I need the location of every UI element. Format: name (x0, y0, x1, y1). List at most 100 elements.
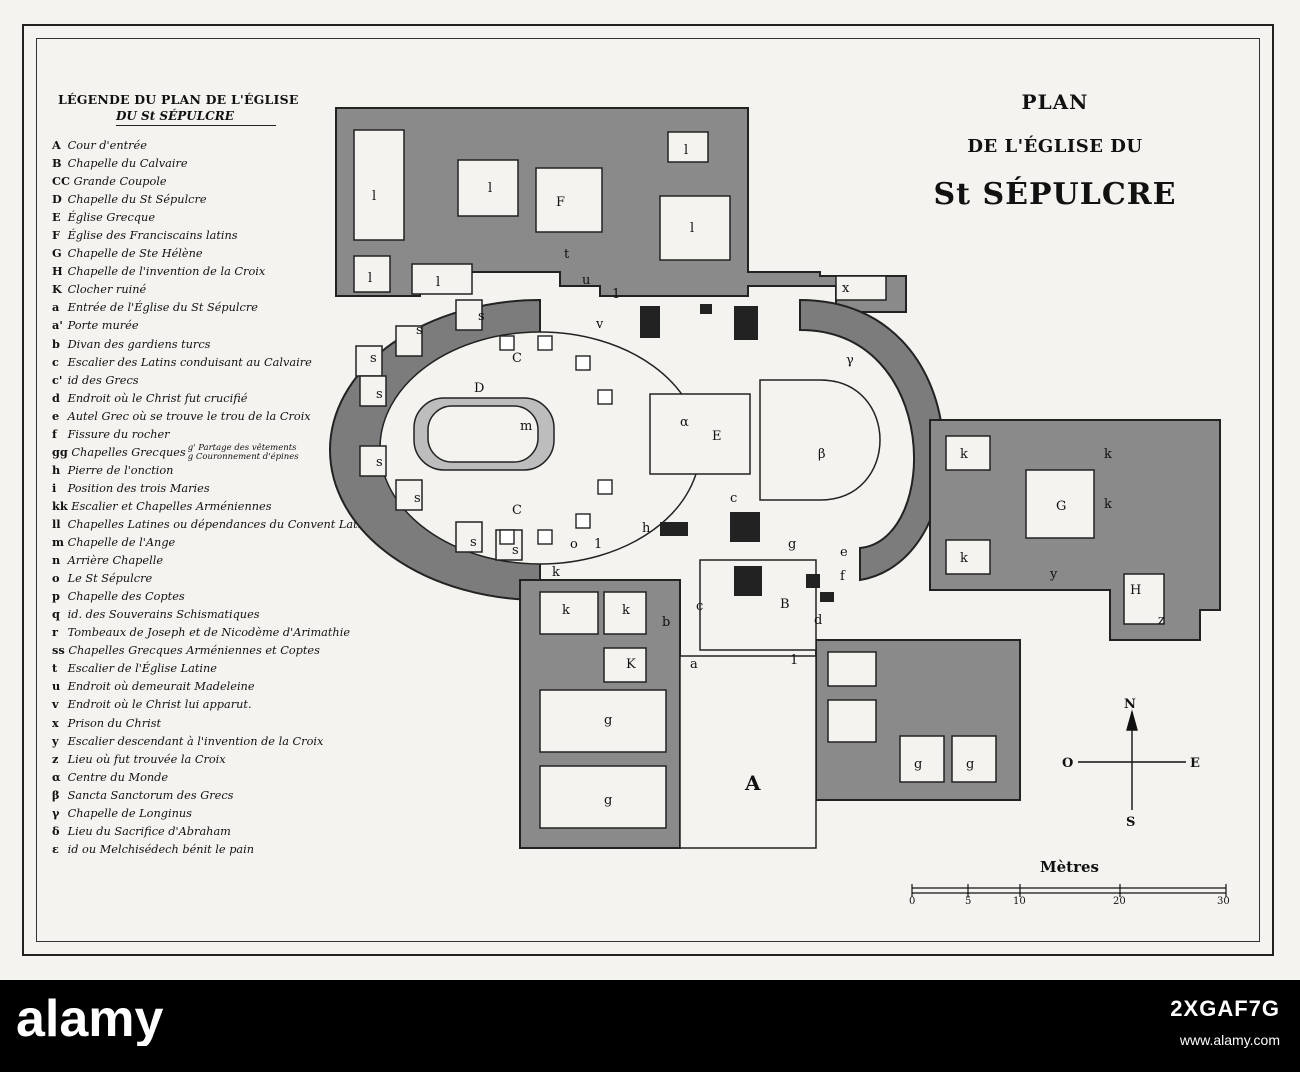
label-k: k (960, 551, 968, 566)
legend-key: o (52, 571, 60, 586)
label-v-apparition: v (595, 317, 604, 332)
legend-text: Fissure du rocher (67, 427, 170, 441)
label-o-sepulchre: o (570, 537, 578, 552)
label-x-prison: x (842, 281, 850, 296)
label-s: s (376, 387, 383, 402)
label-g: g (966, 757, 974, 772)
legend-key: kk (52, 498, 68, 513)
label-a-entrance: a (690, 657, 698, 672)
legend-text: Lieu où fut trouvée la Croix (67, 752, 226, 766)
room-l-1 (353, 129, 405, 241)
legend-text: Endroit où demeurait Madeleine (67, 680, 255, 694)
label-s: s (376, 455, 383, 470)
chapel-s-5 (359, 445, 387, 477)
label-s: s (512, 543, 519, 558)
scale-tick: 30 (1217, 896, 1230, 907)
legend-key: d (52, 390, 60, 405)
pier (700, 304, 712, 314)
room-l-2 (457, 159, 519, 217)
legend-item: G Chapelle de Ste Hélène (52, 244, 372, 262)
pier (730, 512, 760, 542)
rotunda-pillar (597, 479, 613, 495)
entrance-court (679, 655, 817, 849)
legend-item: f Fissure du rocher (52, 425, 372, 443)
chapel-s-3 (355, 345, 383, 377)
legend-text: id des Grecs (67, 373, 139, 387)
label-e-greek-church: E (712, 429, 722, 444)
legend-item: h Pierre de l'onction (52, 461, 372, 479)
legend-item: y Escalier descendant à l'invention de l… (52, 732, 372, 750)
compass-rose (1078, 709, 1186, 810)
label-one: 1 (612, 287, 620, 302)
label-z-cross: z (1158, 613, 1165, 628)
legend-text: Le St Sépulcre (67, 572, 153, 586)
legend-item: i Position des trois Maries (52, 479, 372, 497)
outer-border (22, 24, 1274, 956)
compass-west: O (1062, 756, 1073, 771)
pier (734, 306, 758, 340)
legend-key: v (52, 697, 59, 712)
room-l-6 (411, 263, 473, 295)
room-g-2 (539, 765, 667, 829)
scale-bar (911, 884, 1227, 897)
legend-text: Position des trois Maries (67, 481, 210, 495)
legend-item: ss Chapelles Grecques Arméniennes et Cop… (52, 641, 372, 659)
label-s: s (478, 309, 485, 324)
room-f (535, 167, 603, 233)
label-d-crucifixion: d (814, 613, 822, 628)
legend-text: id. des Souverains Schismatiques (67, 608, 260, 622)
room-g-1 (539, 689, 667, 753)
legend-item: δ Lieu du Sacrifice d'Abraham (52, 822, 372, 840)
legend-key: CC (52, 174, 70, 189)
scale-tick: 20 (1113, 896, 1126, 907)
legend-subnote-2: g Couronnement d'épines (187, 451, 299, 462)
legend-text: id ou Melchisédech bénit le pain (67, 842, 255, 856)
chapel-s-6 (395, 479, 423, 511)
compass-east: E (1190, 756, 1200, 771)
legend-key: A (52, 138, 61, 152)
legend-item: e Autel Grec où se trouve le trou de la … (52, 407, 372, 425)
legend-key: q (52, 607, 60, 622)
label-l: l (684, 143, 688, 158)
legend-key: p (52, 589, 60, 604)
greek-choir (759, 379, 881, 501)
label-g: g (604, 713, 612, 728)
legend-item: r Tombeaux de Joseph et de Nicodème d'Ar… (52, 623, 372, 641)
legend-item: ε id ou Melchisédech bénit le pain (52, 840, 372, 858)
legend-key: δ (52, 823, 60, 838)
image-id: 2XGAF7G (1170, 996, 1280, 1021)
label-one: 1 (594, 537, 602, 552)
label-b-calvary: B (780, 597, 790, 612)
room-k-3 (603, 647, 647, 683)
label-l: l (368, 271, 372, 286)
legend-text: Lieu du Sacrifice d'Abraham (67, 824, 231, 838)
label-u-madeleine: u (582, 273, 590, 288)
legend-key: G (52, 246, 62, 261)
label-c-stair-greek: c (730, 491, 737, 506)
legend-item: A Cour d'entrée (52, 136, 372, 154)
legend-item: v Endroit où le Christ lui apparut. (52, 695, 372, 713)
legend-title: LÉGENDE DU PLAN DE L'ÉGLISE (58, 92, 299, 107)
rotunda-pillar (575, 513, 591, 529)
legend-key: a (52, 300, 60, 315)
legend-key: α (52, 769, 61, 784)
legend-item: H Chapelle de l'invention de la Croix (52, 262, 372, 280)
scale-tick: 0 (909, 896, 916, 907)
legend-text: Escalier descendant à l'invention de la … (67, 734, 324, 748)
stone-of-unction (660, 522, 688, 536)
legend-text: Chapelles Grecques (71, 445, 186, 459)
label-s: s (470, 535, 477, 550)
rotunda-pillar (499, 335, 515, 351)
rotunda-pillar (537, 529, 553, 545)
scale-tick: 10 (1013, 896, 1026, 907)
legend-text: Chapelle de l'Ange (67, 536, 176, 550)
legend-item: d Endroit où le Christ fut crucifié (52, 389, 372, 407)
legend: LÉGENDE DU PLAN DE L'ÉGLISE DU St SÉPULC… (52, 92, 372, 858)
chapel-s-7 (455, 521, 483, 553)
legend-key: t (52, 661, 58, 676)
legend-key: c' (52, 372, 63, 387)
legend-text: Église Grecque (67, 211, 156, 225)
label-b-divan: b (662, 615, 670, 630)
label-c-stair: c (696, 599, 703, 614)
